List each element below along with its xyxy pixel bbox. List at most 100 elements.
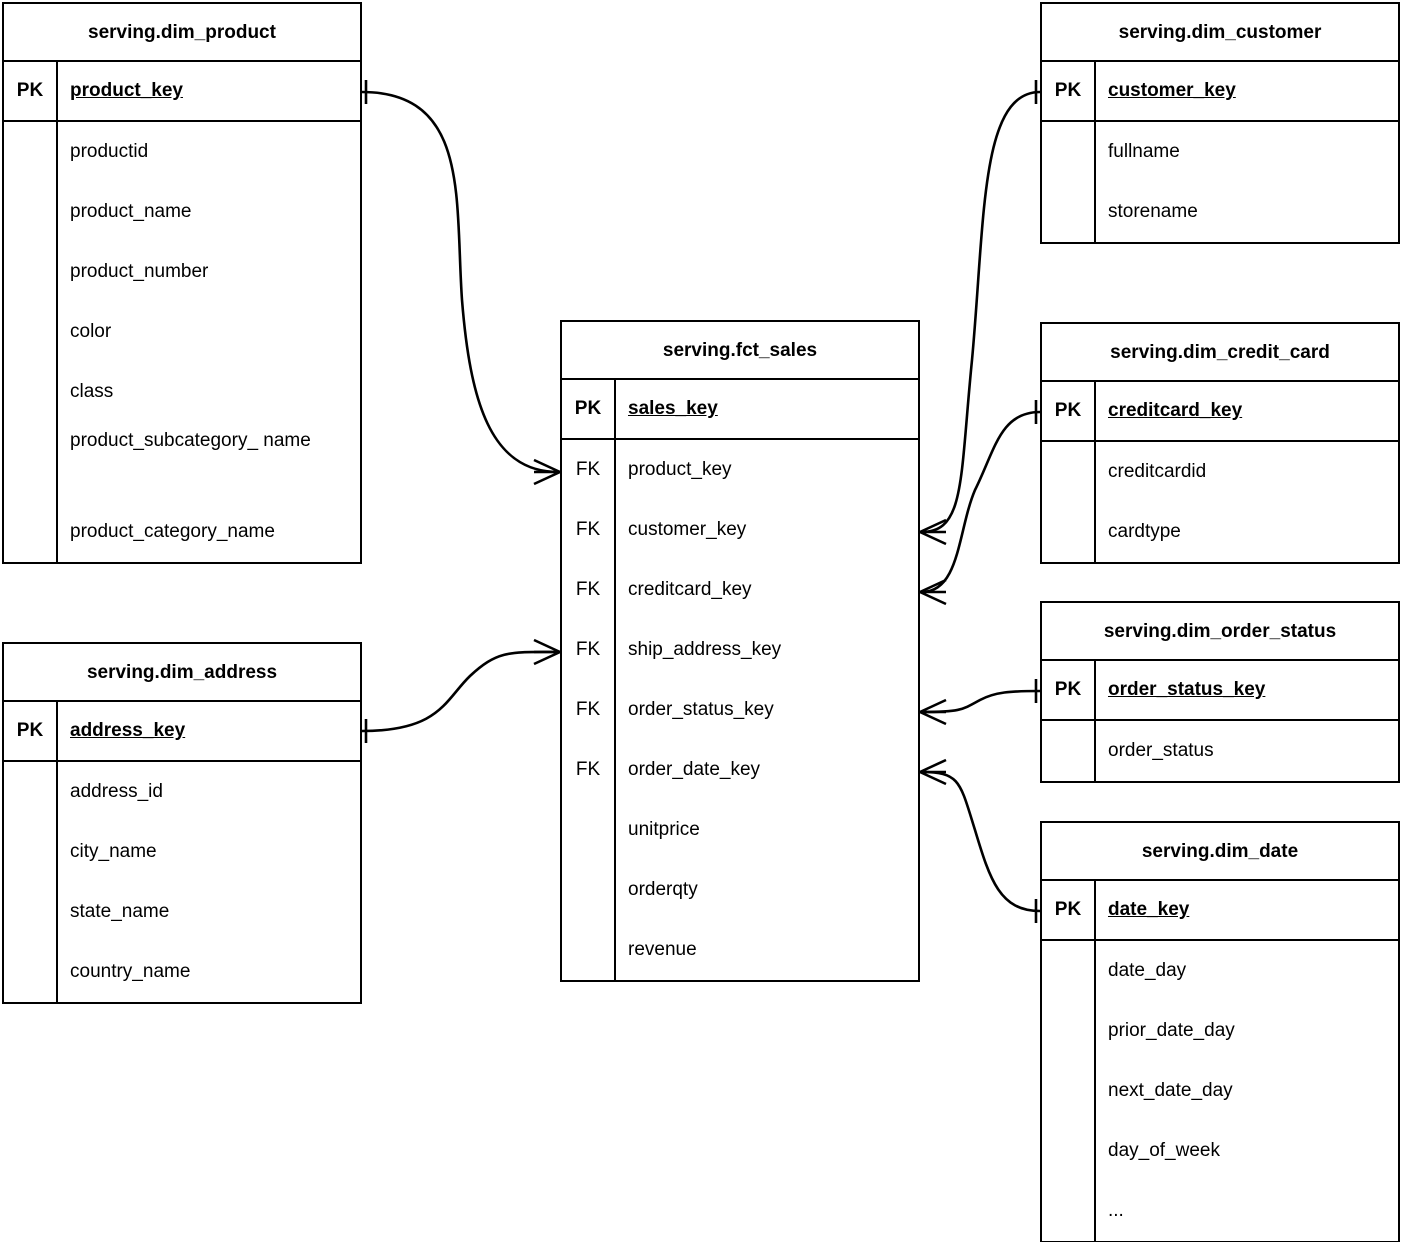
attribute-rows-dim-customer: fullname storename xyxy=(1042,122,1398,242)
gutter-cell xyxy=(1042,721,1094,781)
gutter-cell xyxy=(1042,1181,1094,1241)
attribute-row: product_number xyxy=(70,261,209,282)
gutter-cell xyxy=(4,242,56,302)
attribute-column: creditcardid cardtype xyxy=(1096,442,1398,562)
gutter-cell xyxy=(4,122,56,182)
entity-fct-sales[interactable]: serving.fct_sales PK sales_key FK FK FK … xyxy=(560,320,920,982)
pk-row-dim-order-status[interactable]: PK order_status_key xyxy=(1042,661,1398,721)
attribute-column: order_status xyxy=(1096,721,1398,781)
entity-title-dim-customer: serving.dim_customer xyxy=(1042,4,1398,62)
attribute-row: order_status xyxy=(1108,740,1214,761)
pk-field-name: sales_key xyxy=(628,398,718,419)
fk-badge: FK xyxy=(575,699,601,720)
attribute-column: product_key customer_key creditcard_key … xyxy=(616,440,918,980)
attribute-rows-dim-credit-card: creditcardid cardtype xyxy=(1042,442,1398,562)
gutter-cell xyxy=(4,762,56,822)
attribute-row: creditcardid xyxy=(1108,461,1207,482)
gutter-cell xyxy=(4,422,56,502)
gutter-cell xyxy=(1042,1001,1094,1061)
gutter-column xyxy=(4,122,58,562)
link-orderstatus xyxy=(921,689,1041,714)
attribute-row: state_name xyxy=(70,901,170,922)
attribute-row: product_subcategory_ name xyxy=(70,430,311,451)
entity-title-dim-address: serving.dim_address xyxy=(4,644,360,702)
gutter-column xyxy=(1042,941,1096,1241)
gutter-cell xyxy=(4,502,56,562)
entity-dim-address[interactable]: serving.dim_address PK address_key addre… xyxy=(2,642,362,1004)
attribute-row: fullname xyxy=(1108,141,1180,162)
link-creditcard xyxy=(921,410,1041,594)
crowfoot-creditcard xyxy=(919,578,947,606)
gutter-cell xyxy=(1042,122,1094,182)
attribute-row: creditcard_key xyxy=(628,579,752,600)
gutter-cell xyxy=(1042,1061,1094,1121)
attribute-row: address_id xyxy=(70,781,163,802)
pk-row-fct-sales[interactable]: PK sales_key xyxy=(562,380,918,440)
fk-badge: FK xyxy=(575,519,601,540)
gutter-cell xyxy=(4,882,56,942)
link-address xyxy=(361,650,559,733)
pk-field-name: customer_key xyxy=(1108,80,1236,101)
gutter-cell xyxy=(4,302,56,362)
pk-field-name: date_key xyxy=(1108,899,1190,920)
entity-title-dim-product: serving.dim_product xyxy=(4,4,360,62)
crowfoot-date xyxy=(919,758,947,786)
entity-title-dim-order-status: serving.dim_order_status xyxy=(1042,603,1398,661)
attribute-row: order_date_key xyxy=(628,759,761,780)
gutter-column xyxy=(4,762,58,1002)
fk-badge: FK xyxy=(575,579,601,600)
attribute-row: storename xyxy=(1108,201,1198,222)
attribute-row: unitprice xyxy=(628,819,700,840)
pk-field-name: creditcard_key xyxy=(1108,400,1243,421)
crowfoot-product xyxy=(533,458,561,486)
pk-field-name: product_key xyxy=(70,80,183,101)
attribute-row: city_name xyxy=(70,841,157,862)
attribute-row: ship_address_key xyxy=(628,639,782,660)
gutter-column: FK FK FK FK FK FK xyxy=(562,440,616,980)
entity-dim-product[interactable]: serving.dim_product PK product_key produ… xyxy=(2,2,362,564)
entity-dim-date[interactable]: serving.dim_date PK date_key date_day pr… xyxy=(1040,821,1400,1242)
attribute-row: country_name xyxy=(70,961,191,982)
gutter-cell xyxy=(1042,502,1094,562)
fk-badge: FK xyxy=(575,459,601,480)
entity-dim-credit-card[interactable]: serving.dim_credit_card PK creditcard_ke… xyxy=(1040,322,1400,564)
gutter-cell xyxy=(562,800,614,860)
pk-row-dim-date[interactable]: PK date_key xyxy=(1042,881,1398,941)
entity-title-dim-date: serving.dim_date xyxy=(1042,823,1398,881)
attribute-column: address_id city_name state_name country_… xyxy=(58,762,360,1002)
link-customer xyxy=(921,90,1041,534)
link-date xyxy=(921,770,1041,913)
entity-dim-order-status[interactable]: serving.dim_order_status PK order_status… xyxy=(1040,601,1400,783)
attribute-column: productid product_name product_number co… xyxy=(58,122,360,562)
attribute-row: day_of_week xyxy=(1108,1140,1220,1161)
attribute-row: class xyxy=(70,381,114,402)
attribute-row: color xyxy=(70,321,112,342)
attribute-row: revenue xyxy=(628,939,697,960)
attribute-rows-dim-address: address_id city_name state_name country_… xyxy=(4,762,360,1002)
pk-row-dim-address[interactable]: PK address_key xyxy=(4,702,360,762)
attribute-rows-dim-product: productid product_name product_number co… xyxy=(4,122,360,562)
attribute-row: order_status_key xyxy=(628,699,774,720)
pk-badge: PK xyxy=(4,62,58,120)
gutter-cell xyxy=(4,822,56,882)
attribute-rows-fct-sales: FK FK FK FK FK FK product_key customer_k… xyxy=(562,440,918,980)
attribute-row: date_day xyxy=(1108,960,1187,981)
attribute-column: fullname storename xyxy=(1096,122,1398,242)
entity-title-fct-sales: serving.fct_sales xyxy=(562,322,918,380)
attribute-row: orderqty xyxy=(628,879,698,900)
gutter-cell xyxy=(4,942,56,1002)
gutter-cell xyxy=(1042,941,1094,1001)
fk-badge: FK xyxy=(575,639,601,660)
pk-row-dim-product[interactable]: PK product_key xyxy=(4,62,360,122)
pk-row-dim-credit-card[interactable]: PK creditcard_key xyxy=(1042,382,1398,442)
attribute-rows-dim-date: date_day prior_date_day next_date_day da… xyxy=(1042,941,1398,1241)
entity-dim-customer[interactable]: serving.dim_customer PK customer_key ful… xyxy=(1040,2,1400,244)
pk-badge: PK xyxy=(1042,62,1096,120)
pk-row-dim-customer[interactable]: PK customer_key xyxy=(1042,62,1398,122)
gutter-cell xyxy=(1042,1121,1094,1181)
attribute-row: productid xyxy=(70,141,149,162)
entity-title-dim-credit-card: serving.dim_credit_card xyxy=(1042,324,1398,382)
attribute-row: customer_key xyxy=(628,519,747,540)
pk-field-name: address_key xyxy=(70,720,186,741)
